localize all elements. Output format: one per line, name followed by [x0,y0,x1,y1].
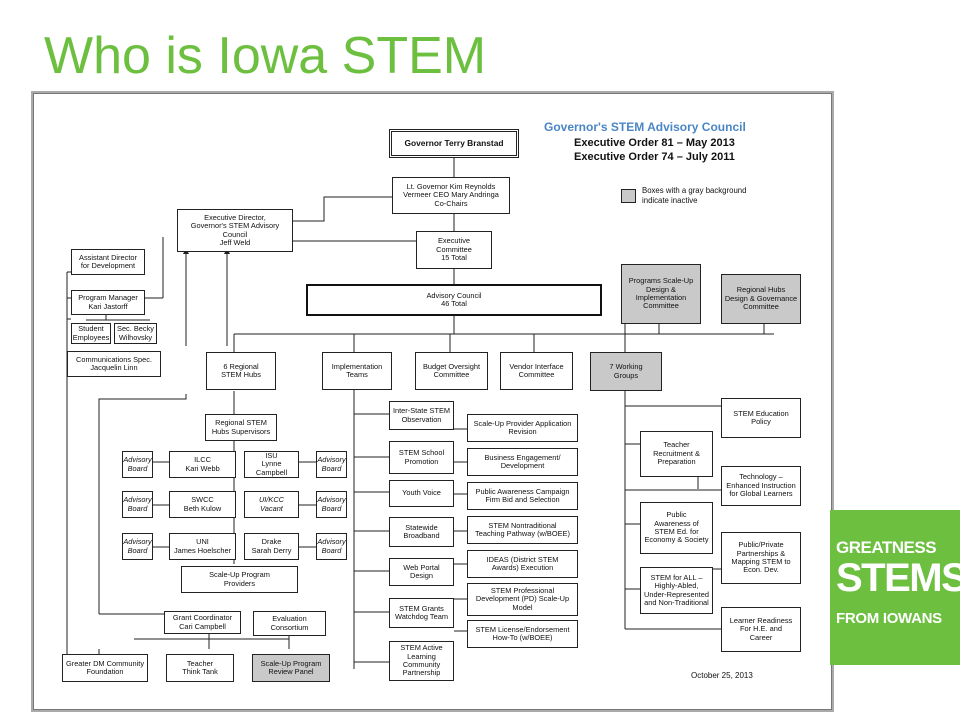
box-uikcc: UI/KCC Vacant [244,491,299,518]
box-ideas: IDEAS (District STEM Awards) Execution [467,550,578,578]
box-public-awareness: Public Awareness of STEM Ed. for Economy… [640,502,713,554]
box-ilcc: ILCC Kari Webb [169,451,236,478]
box-learner-readiness: Learner Readiness For H.E. and Career [721,607,801,652]
slide-title: Who is Iowa STEM [44,27,487,85]
box-nontraditional-pathway: STEM Nontraditional Teaching Pathway (w/… [467,516,578,544]
box-communications-specialist: Communications Spec. Jacquelin Linn [67,351,161,377]
box-advisory-board-2: Advisory Board [316,451,347,478]
box-evaluation-consortium: Evaluation Consortium [253,611,326,636]
box-regional-hubs-design: Regional Hubs Design & Governance Commit… [721,274,801,324]
box-advisory-board-5: Advisory Board [122,533,153,560]
box-advisory-board-3: Advisory Board [122,491,153,518]
executive-order-74: Executive Order 74 – July 2011 [574,151,735,163]
box-programs-scaleup: Programs Scale-Up Design & Implementatio… [621,264,701,324]
box-technology-enhanced: Technology – Enhanced Instruction for Gl… [721,466,801,506]
box-scaleup-providers: Scale-Up Program Providers [181,566,298,593]
box-student-employees: Student Employees [71,323,111,344]
box-school-promotion: STEM School Promotion [389,441,454,474]
banner-line-3: FROM IOWANS [836,610,942,627]
box-professional-development: STEM Professional Development (PD) Scale… [467,583,578,616]
banner-line-2: STEMS [836,556,960,600]
box-statewide-broadband: Statewide Broadband [389,517,454,547]
box-web-portal: Web Portal Design [389,558,454,586]
box-active-learning: STEM Active Learning Community Partnersh… [389,641,454,681]
box-assistant-director: Assistant Director for Development [71,249,145,275]
box-implementation-teams: Implementation Teams [322,352,392,390]
box-working-groups: 7 Working Groups [590,352,662,391]
box-youth-voice: Youth Voice [389,480,454,507]
box-grant-coordinator: Grant Coordinator Cari Campbell [164,611,241,634]
box-budget-oversight: Budget Oversight Committee [415,352,488,390]
executive-order-81: Executive Order 81 – May 2013 [574,137,735,149]
box-vendor-interface: Vendor Interface Committee [500,352,573,390]
box-public-private: Public/Private Partnerships & Mapping ST… [721,532,801,584]
box-regional-hubs: 6 Regional STEM Hubs [206,352,276,390]
box-advisory-council: Advisory Council 46 Total [306,284,602,316]
box-dm-foundation: Greater DM Community Foundation [62,654,148,682]
legend-text: Boxes with a gray background indicate in… [642,186,747,205]
box-governor: Governor Terry Branstad [389,129,519,158]
box-teacher-recruitment: Teacher Recruitment & Preparation [640,431,713,477]
box-license-endorsement: STEM License/Endorsement How-To (w/BOEE) [467,620,578,648]
box-cochairs: Lt. Governor Kim Reynolds Vermeer CEO Ma… [392,177,510,214]
box-executive-director: Executive Director, Governor's STEM Advi… [177,209,293,252]
box-isu: ISU Lynne Campbell [244,451,299,478]
box-business-engagement: Business Engagement/ Development [467,448,578,476]
legend-gray-swatch [621,189,636,203]
box-swcc: SWCC Beth Kulow [169,491,236,518]
box-uni: UNI James Hoelscher [169,533,236,560]
box-interstate-observation: Inter-State STEM Observation [389,401,454,430]
box-secretary: Sec. Becky Wilhovsky [114,323,157,344]
box-teacher-think-tank: Teacher Think Tank [166,654,234,682]
org-chart: Governor's STEM Advisory Council Executi… [31,91,834,712]
box-grants-watchdog: STEM Grants Watchdog Team [389,598,454,628]
box-advisory-board-6: Advisory Board [316,533,347,560]
banner-line-1: GREATNESS [836,538,937,557]
box-drake: Drake Sarah Derry [244,533,299,560]
box-provider-application: Scale-Up Provider Application Revision [467,414,578,442]
chart-date: October 25, 2013 [691,671,753,680]
box-awareness-campaign: Public Awareness Campaign Firm Bid and S… [467,482,578,510]
greatness-banner: GREATNESS STEMS FROM IOWANS [830,510,960,665]
box-review-panel: Scale-Up Program Review Panel [252,654,330,682]
box-advisory-board-1: Advisory Board [122,451,153,478]
box-hubs-supervisors: Regional STEM Hubs Supervisors [205,414,277,441]
box-stem-education-policy: STEM Education Policy [721,398,801,438]
box-program-manager: Program Manager Kari Jastorff [71,290,145,315]
box-advisory-board-4: Advisory Board [316,491,347,518]
box-stem-for-all: STEM for ALL – Highly-Abled, Under-Repre… [640,567,713,614]
box-executive-committee: Executive Committee 15 Total [416,231,492,269]
council-title: Governor's STEM Advisory Council [544,120,746,134]
